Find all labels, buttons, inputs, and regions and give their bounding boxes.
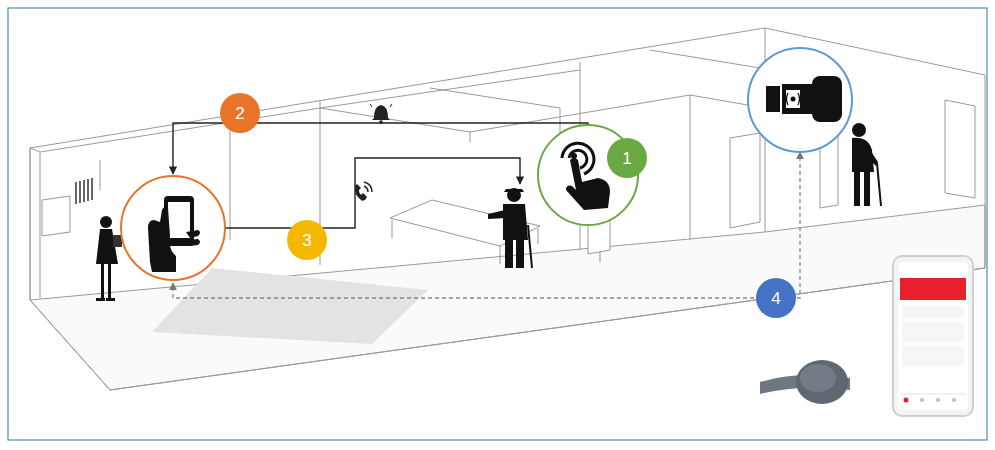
wristband-icon — [766, 76, 842, 122]
callout-number: 1 — [607, 138, 647, 178]
callout-number-text: 4 — [771, 290, 780, 307]
person-silhouette — [96, 216, 122, 301]
call-line — [224, 158, 520, 228]
wearable-line — [776, 152, 800, 298]
wristband-device — [760, 360, 850, 404]
building — [30, 28, 985, 390]
touch-icon — [562, 143, 610, 210]
person-silhouette — [852, 123, 881, 206]
floor-mat — [152, 268, 428, 344]
shelf — [42, 178, 92, 236]
wearable-line — [173, 283, 775, 298]
frame — [8, 8, 987, 440]
callout-number: 3 — [287, 220, 327, 260]
wearable-icon-circle — [748, 48, 852, 152]
callout-number: 2 — [220, 93, 260, 133]
callout-number-text: 1 — [622, 150, 631, 167]
hand-phone-icon — [148, 196, 200, 272]
smartphone-icon-circle — [121, 176, 225, 280]
person-silhouette — [488, 188, 532, 268]
phone-call-symbol — [356, 182, 372, 200]
bell-symbol — [370, 104, 392, 124]
callout-number: 4 — [756, 278, 796, 318]
callout-number-text: 2 — [235, 105, 244, 122]
callout-number-text: 3 — [302, 232, 311, 249]
app-screenshot — [893, 256, 973, 416]
